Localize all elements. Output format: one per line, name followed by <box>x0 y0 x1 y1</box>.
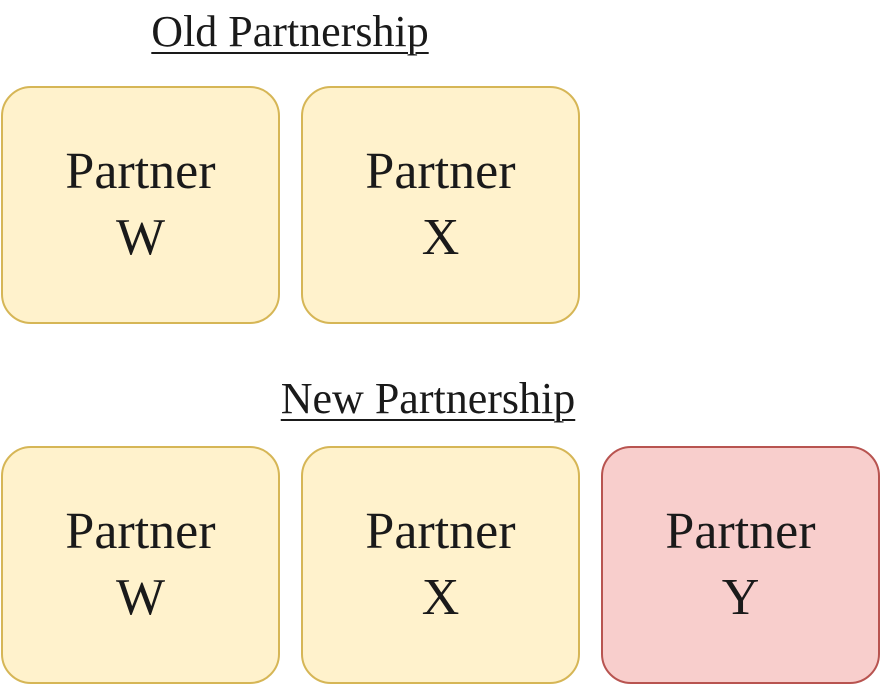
old-partner-x-box: Partner X <box>301 86 580 324</box>
new-partnership-heading: New Partnership <box>280 374 576 423</box>
new-partner-x-box: Partner X <box>301 446 580 684</box>
partner-label: Partner <box>365 143 516 200</box>
partner-letter: X <box>421 209 460 266</box>
new-partner-w-box: Partner W <box>1 446 280 684</box>
partner-letter: Y <box>721 569 760 626</box>
partner-letter: W <box>115 209 166 266</box>
partner-label: Partner <box>65 503 216 560</box>
partner-letter: W <box>115 569 166 626</box>
partner-letter: X <box>421 569 460 626</box>
partner-label: Partner <box>365 503 516 560</box>
partner-label: Partner <box>665 503 816 560</box>
old-partnership-heading: Old Partnership <box>151 7 429 56</box>
new-partner-y-box: Partner Y <box>601 446 880 684</box>
old-partner-w-box: Partner W <box>1 86 280 324</box>
partner-label: Partner <box>65 143 216 200</box>
